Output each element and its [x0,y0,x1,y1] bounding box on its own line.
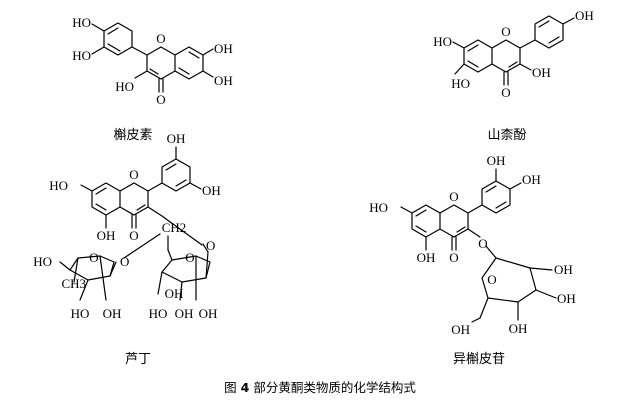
kaempferol-3-oh: OH [532,65,551,80]
quercetin-4p-oh: HO [72,48,91,63]
rutin-rha-oh-c: OH [103,306,122,321]
isoquercitrin-ring-o: O [449,189,458,204]
rutin-rha-o: O [120,254,129,269]
kaempferol-5-oh: HO [451,76,470,91]
isoquercitrin-glc-oh-d: OH [451,322,470,337]
rutin-glc-oh-b: HO [149,306,168,321]
rutin-7-oh: HO [49,178,68,193]
rutin-rha-ch3: CH3 [61,276,86,291]
figure-caption-number: 4 [241,380,250,395]
rutin-rha-oh-b: HO [71,306,90,321]
isoquercitrin-link-o: O [478,236,487,251]
isoquercitrin-4p-oh: OH [522,172,541,187]
quercetin-name: 槲皮素 [113,128,152,143]
rutin-rha-ring-o: O [89,250,98,265]
rutin-4p-oh: OH [202,183,221,198]
quercetin-5-oh: OH [214,73,233,88]
quercetin-ring-o: O [156,31,165,46]
figure-caption: 图 4 部分黄酮类物质的化学结构式 [224,380,416,395]
rutin-glc-oh-c: OH [175,306,194,321]
rutin-glc-ring-o: O [185,250,194,265]
rutin-name: 芦丁 [125,352,151,367]
kaempferol-ring-o: O [501,24,510,39]
isoquercitrin-structure: HO O O OH OH OH O O OH OH OH OH 异槲皮苷 [369,153,576,367]
kaempferol-structure: O O OH HO HO OH 山柰酚 [433,8,594,143]
rutin-glc-oh-a: OH [165,286,184,301]
isoquercitrin-5-oh: OH [417,250,436,265]
isoquercitrin-glc-oh-c: OH [509,321,528,336]
quercetin-structure: O O OH OH HO HO HO 槲皮素 [72,15,233,143]
rutin-5-oh: OH [97,228,116,243]
kaempferol-name: 山柰酚 [487,128,526,143]
isoquercitrin-glc-oh-a: OH [554,262,573,277]
rutin-rha-oh-a: HO [33,254,52,269]
quercetin-3-oh: HO [115,79,134,94]
isoquercitrin-keto-o: O [449,250,458,265]
figure-caption-prefix: 图 [224,380,237,395]
rutin-glc-ch2: CH2 [162,220,187,235]
quercetin-7-oh: OH [214,41,233,56]
isoquercitrin-glc-oh-b: OH [557,291,576,306]
isoquercitrin-name: 异槲皮苷 [453,352,505,367]
quercetin-3p-oh: HO [72,15,91,30]
kaempferol-4p-oh: OH [575,8,594,23]
figure-caption-text: 部分黄酮类物质的化学结构式 [253,380,416,395]
isoquercitrin-glc-ring-o: O [487,272,496,287]
rutin-structure: HO O O OH OH OH O O O HO CH3 HO OH CH2 O… [33,131,221,367]
kaempferol-keto-o: O [501,85,510,100]
isoquercitrin-3p-oh: OH [487,153,506,168]
rutin-glc-oh-d: OH [199,306,218,321]
rutin-3p-oh: OH [167,131,186,146]
rutin-link-o: O [206,238,215,253]
rutin-keto-o: O [129,228,138,243]
kaempferol-7-oh: HO [433,34,452,49]
quercetin-keto-o: O [156,92,165,107]
rutin-ring-o: O [129,167,138,182]
isoquercitrin-7-oh: HO [369,200,388,215]
